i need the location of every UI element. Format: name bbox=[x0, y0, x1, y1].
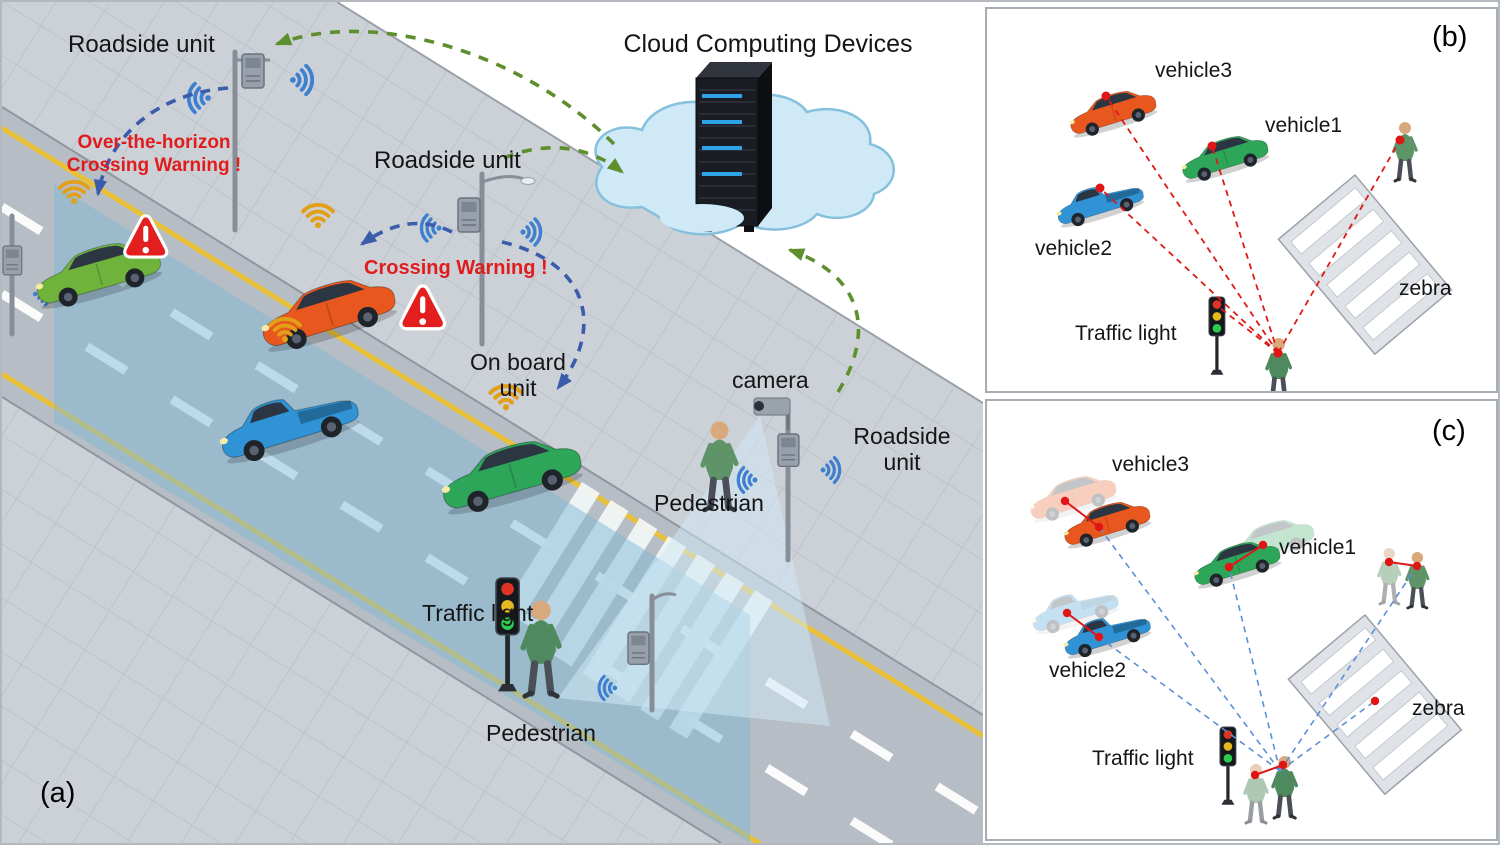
detection-line bbox=[1277, 139, 1401, 354]
label-camera: camera bbox=[732, 367, 809, 393]
camera-fov-cone bbox=[558, 416, 830, 726]
label-zebra: zebra bbox=[1412, 697, 1465, 720]
panel-c-scene bbox=[1024, 467, 1463, 839]
label-vehicle1: vehicle1 bbox=[1265, 114, 1343, 137]
zebra-crossing bbox=[1277, 173, 1453, 356]
motion-vector bbox=[1254, 764, 1284, 776]
label-crossing-warning: Crossing Warning ! bbox=[364, 257, 548, 279]
target-dots bbox=[1060, 496, 1422, 780]
panel-b-scene bbox=[1051, 82, 1453, 391]
vehicle3-icon bbox=[1064, 82, 1161, 142]
motion-vector bbox=[1388, 561, 1418, 567]
track-lines bbox=[1098, 526, 1418, 772]
roadside-unit-top bbox=[186, 49, 315, 233]
v2x-arrow bbox=[501, 240, 586, 390]
label-pedestrian-bottom: Pedestrian bbox=[486, 720, 596, 746]
track-line bbox=[1228, 566, 1281, 772]
detection-line bbox=[1105, 95, 1279, 354]
target-dot bbox=[1094, 632, 1104, 642]
cloud-arrow bbox=[274, 29, 616, 146]
track-line bbox=[1098, 636, 1281, 772]
roadside-unit-left-edge bbox=[2, 213, 52, 337]
panel-a-tag: (a) bbox=[40, 777, 76, 809]
rsu-box-icon bbox=[2, 245, 23, 276]
cloud-link-arrows bbox=[274, 29, 861, 393]
label-traffic-light: Traffic light bbox=[422, 600, 534, 626]
label-vehicle1: vehicle1 bbox=[1279, 536, 1357, 559]
cloud-puff bbox=[660, 204, 744, 232]
roadside-unit-zebra bbox=[597, 592, 677, 713]
target-dot bbox=[1101, 91, 1111, 101]
target-dot bbox=[1278, 760, 1288, 770]
vehicle1-icon bbox=[1176, 127, 1273, 187]
pedestrian-figure bbox=[1394, 122, 1416, 181]
rsu-box-icon bbox=[777, 433, 800, 468]
detection-line bbox=[1219, 307, 1279, 354]
target-dot bbox=[1060, 496, 1070, 506]
label-over-horizon-warning-line2: Crossing Warning ! bbox=[66, 155, 242, 176]
target-dot bbox=[1273, 348, 1283, 358]
rsu-box-icon bbox=[457, 197, 481, 233]
traffic-light-icon bbox=[1207, 295, 1227, 377]
target-dot bbox=[1412, 561, 1422, 571]
pedestrian-figure bbox=[1267, 338, 1290, 391]
roadside-unit-right bbox=[736, 397, 842, 563]
panel-c-tag: (c) bbox=[1432, 415, 1466, 447]
rsu-box-icon bbox=[241, 53, 265, 89]
label-roadside-unit-right: Roadside unit bbox=[853, 423, 951, 475]
target-dot bbox=[1258, 540, 1268, 550]
target-dot bbox=[1250, 770, 1260, 780]
label-roadside-unit-mid: Roadside unit bbox=[374, 147, 521, 174]
label-cloud-title: Cloud Computing Devices bbox=[623, 30, 913, 58]
label-vehicle3: vehicle3 bbox=[1155, 59, 1233, 82]
motion-vector bbox=[1228, 544, 1264, 568]
track-line bbox=[1279, 700, 1376, 772]
label-vehicle2: vehicle2 bbox=[1035, 237, 1113, 260]
detection-lines bbox=[1099, 95, 1401, 354]
cloud-arrow bbox=[787, 248, 861, 393]
target-dot bbox=[1384, 557, 1394, 567]
panel-a: Roadside unit Cloud Computing Devices Ov… bbox=[2, 2, 983, 843]
panel-b: (b) vehicle3 vehicle1 vehicle2 zebra Tra… bbox=[985, 7, 1498, 393]
motion-vector bbox=[1064, 500, 1100, 528]
target-dot bbox=[1224, 562, 1234, 572]
label-vehicle2: vehicle2 bbox=[1049, 659, 1127, 682]
label-on-board-unit: On board unit bbox=[470, 349, 566, 401]
label-traffic-light: Traffic light bbox=[1075, 322, 1177, 345]
detection-line bbox=[1211, 145, 1279, 354]
cloud-arrow bbox=[503, 146, 624, 174]
roadside-unit-mid bbox=[419, 171, 543, 347]
motion-vectors bbox=[1064, 500, 1418, 776]
motion-vector bbox=[1066, 612, 1100, 638]
road-scene bbox=[2, 2, 983, 843]
target-dots bbox=[1095, 91, 1405, 358]
target-dot bbox=[1095, 183, 1105, 193]
detection-line bbox=[1099, 187, 1279, 354]
server-icon bbox=[660, 62, 772, 232]
label-traffic-light: Traffic light bbox=[1092, 747, 1194, 770]
track-line bbox=[1279, 565, 1418, 772]
label-pedestrian-right: Pedestrian bbox=[654, 490, 764, 516]
target-dot bbox=[1207, 141, 1217, 151]
label-zebra: zebra bbox=[1399, 277, 1452, 300]
target-dot bbox=[1370, 696, 1380, 706]
label-vehicle3: vehicle3 bbox=[1112, 453, 1190, 476]
v2x-link-arrows bbox=[93, 86, 586, 390]
target-dot bbox=[1395, 135, 1405, 145]
camera-icon bbox=[753, 397, 791, 430]
label-roadside-unit-top: Roadside unit bbox=[68, 31, 215, 58]
track-line bbox=[1098, 526, 1281, 772]
rsu-box-icon bbox=[627, 631, 650, 666]
v2x-arrow bbox=[93, 86, 229, 197]
panel-b-tag: (b) bbox=[1432, 21, 1468, 53]
target-dot bbox=[1062, 608, 1072, 618]
pedestrian-figure bbox=[1407, 552, 1428, 608]
vehicle2-icon bbox=[1051, 173, 1148, 232]
target-dot bbox=[1094, 522, 1104, 532]
label-over-horizon-warning-line1: Over-the-horizon bbox=[77, 132, 231, 153]
panel-c: (c) vehicle3 vehicle1 vehicle2 zebra Tra… bbox=[985, 399, 1498, 841]
traffic-light-icon bbox=[1218, 725, 1238, 807]
